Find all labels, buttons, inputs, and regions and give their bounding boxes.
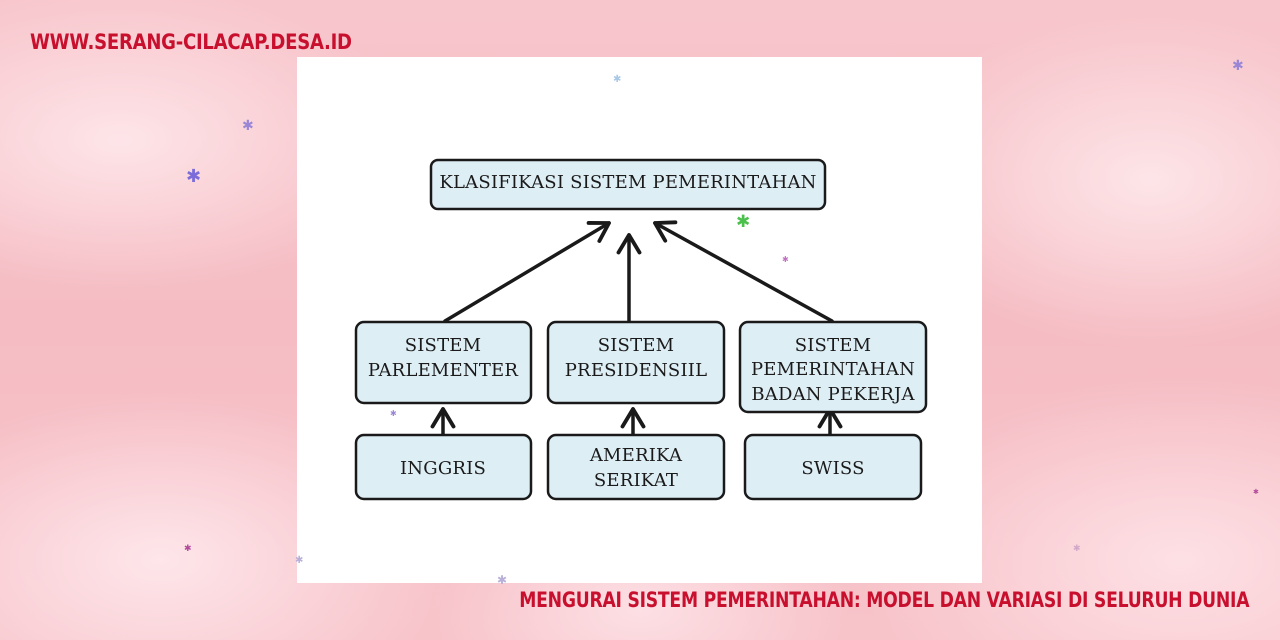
node-swiss-line-1: SWISS — [801, 458, 864, 479]
node-sistem-parlementer-line-1: SISTEM — [405, 335, 482, 356]
sparkle-icon: ✱ — [390, 409, 397, 418]
sparkle-icon: ✱ — [1253, 488, 1259, 496]
sparkle-icon: ✱ — [497, 573, 508, 587]
edge-parlementer-to-root — [443, 221, 611, 323]
node-inggris-line-1: INGGRIS — [400, 458, 486, 479]
sparkle-icon: ✱ — [613, 74, 622, 85]
node-sistem-presidensiil-line-2: PRESIDENSIIL — [565, 360, 707, 381]
node-sistem-badan-pekerja-line-2: PEMERINTAHAN — [751, 359, 915, 380]
node-amerika-serikat-line-1: AMERIKA — [589, 445, 683, 466]
sparkle-icon: ✱ — [1232, 58, 1244, 74]
node-sistem-parlementer-line-2: PARLEMENTER — [368, 360, 519, 381]
sparkle-icon: ✱ — [782, 255, 789, 264]
sparkle-icon: ✱ — [184, 544, 192, 554]
node-sistem-badan-pekerja-line-1: SISTEM — [795, 335, 872, 356]
node-sistem-parlementer: SISTEM PARLEMENTER — [354, 320, 533, 405]
node-root-line-1: KLASIFIKASI SISTEM PEMERINTAHAN — [439, 172, 816, 193]
edge-badan-pekerja-to-root — [653, 220, 834, 323]
node-amerika-serikat-line-2: SERIKAT — [594, 470, 678, 491]
node-root: KLASIFIKASI SISTEM PEMERINTAHAN — [429, 158, 827, 211]
node-sistem-badan-pekerja-line-3: BADAN PEKERJA — [751, 384, 915, 405]
diagram-panel: KLASIFIKASI SISTEM PEMERINTAHAN SISTEM P… — [297, 57, 982, 583]
node-sistem-presidensiil: SISTEM PRESIDENSIIL — [546, 320, 726, 405]
article-headline[interactable]: MENGURAI SISTEM PEMERINTAHAN: MODEL DAN … — [518, 588, 1249, 612]
node-inggris: INGGRIS — [354, 433, 533, 501]
node-sistem-badan-pekerja: SISTEM PEMERINTAHAN BADAN PEKERJA — [738, 320, 928, 414]
node-amerika-serikat: AMERIKA SERIKAT — [546, 433, 726, 501]
sparkle-icon: ✱ — [242, 118, 254, 134]
node-sistem-presidensiil-line-1: SISTEM — [598, 335, 675, 356]
sparkle-icon: ✱ — [186, 166, 202, 187]
diagram-canvas: KLASIFIKASI SISTEM PEMERINTAHAN SISTEM P… — [354, 158, 928, 501]
sparkle-icon: ✱ — [295, 555, 304, 566]
node-swiss: SWISS — [743, 433, 923, 501]
sparkle-icon: ✱ — [736, 212, 751, 232]
sparkle-icon: ✱ — [1073, 544, 1081, 554]
site-url[interactable]: WWW.SERANG-CILACAP.DESA.ID — [30, 30, 352, 54]
